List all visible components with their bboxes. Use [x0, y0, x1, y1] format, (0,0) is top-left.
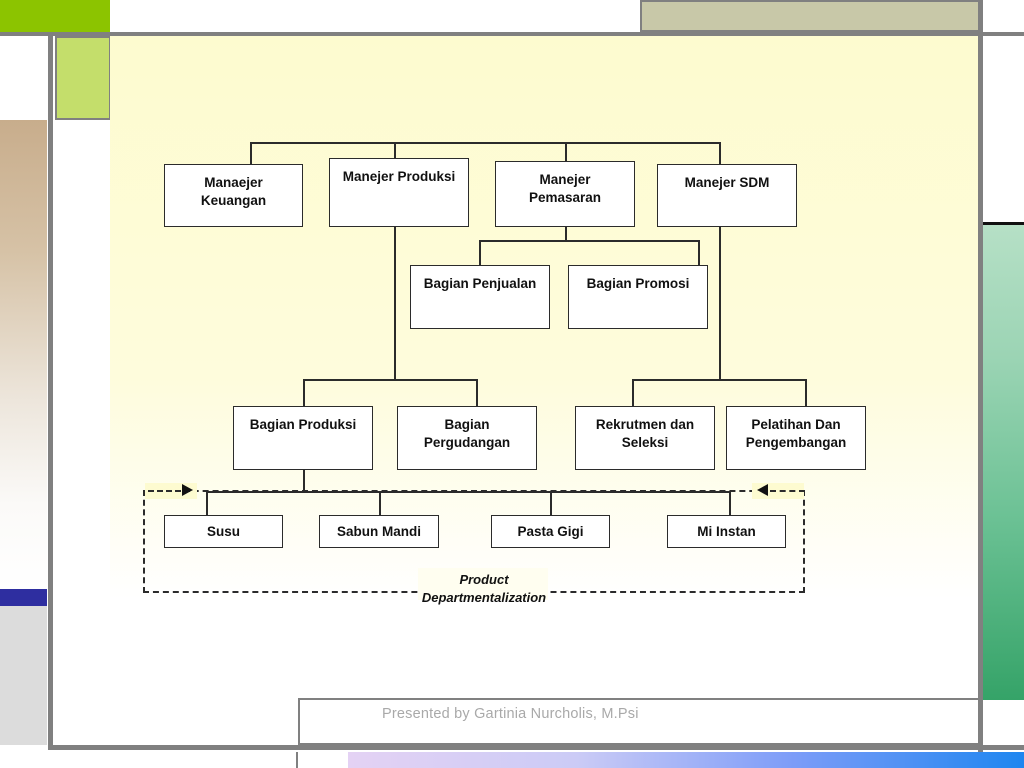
- node-manejer-produksi[interactable]: Manejer Produksi: [329, 158, 469, 227]
- node-label: Manejer SDM: [684, 175, 770, 190]
- connector-produksi-stem: [394, 227, 396, 380]
- node-label: Bagian Penjualan: [423, 276, 537, 291]
- node-label: Susu: [206, 523, 240, 539]
- annotation-arrow-line-left: [148, 490, 190, 492]
- node-susu[interactable]: Susu: [164, 515, 283, 548]
- connector-drop-pemasaran: [565, 142, 567, 165]
- left-rail-blue-bar: [0, 589, 47, 606]
- footer-divider-line: [48, 745, 1024, 750]
- node-mi-instan[interactable]: Mi Instan: [667, 515, 786, 548]
- footer-credit-text: Presented by Gartinia Nurcholis, M.Psi: [382, 706, 639, 722]
- connector-root-bus: [250, 142, 720, 144]
- node-label: Pasta Gigi: [517, 523, 584, 539]
- annotation-arrowhead-right: [757, 484, 768, 496]
- footer-panel: [298, 698, 980, 745]
- node-label: Bagian Promosi: [586, 276, 690, 291]
- node-label: Bagian Produksi: [249, 417, 357, 432]
- right-frame-line: [978, 0, 983, 768]
- annotation-arrow-line-right: [770, 490, 805, 492]
- node-rekrutmen-dan-seleksi[interactable]: Rekrutmen dan Seleksi: [575, 406, 715, 470]
- node-manaejer-keuangan[interactable]: Manaejer Keuangan: [164, 164, 303, 227]
- header-divider-line: [0, 32, 1024, 36]
- connector-pemasaran-bus: [479, 240, 699, 242]
- left-rail-gradient: [0, 120, 47, 589]
- node-manejer-pemasaran[interactable]: Manejer Pemasaran: [495, 161, 635, 227]
- node-pelatihan-dan-pengembangan[interactable]: Pelatihan Dan Pengembangan: [726, 406, 866, 470]
- connector-drop-sabun-mandi: [379, 491, 381, 515]
- node-label: Manaejer Keuangan: [200, 175, 267, 208]
- node-label: Sabun Mandi: [337, 523, 421, 539]
- node-label: Manejer Pemasaran: [528, 172, 602, 205]
- node-pasta-gigi[interactable]: Pasta Gigi: [491, 515, 610, 548]
- connector-drop-sdm: [719, 142, 721, 165]
- left-green-chip: [55, 36, 111, 120]
- node-bagian-penjualan[interactable]: Bagian Penjualan: [410, 265, 550, 329]
- connector-drop-promosi: [698, 240, 700, 265]
- node-label: Rekrutmen dan Seleksi: [595, 417, 695, 450]
- bottom-rail-white-left: [53, 752, 298, 768]
- right-rail-white-bottom: [983, 700, 1024, 745]
- connector-pemasaran-stem: [565, 227, 567, 241]
- node-bagian-pergudangan[interactable]: Bagian Pergudangan: [397, 406, 537, 470]
- connector-drop-produksi: [394, 142, 396, 165]
- node-sabun-mandi[interactable]: Sabun Mandi: [319, 515, 439, 548]
- connector-drop-pelatihan: [805, 379, 807, 407]
- connector-sdm-bus: [632, 379, 806, 381]
- right-rail-green-gradient: [983, 222, 1024, 700]
- node-label: Pelatihan Dan Pengembangan: [745, 417, 847, 450]
- connector-drop-bagian-produksi: [303, 379, 305, 407]
- annotation-arrowhead-left: [182, 484, 193, 496]
- connector-sdm-stem: [719, 227, 721, 380]
- left-rail-gray-block: [0, 606, 47, 745]
- connector-drop-penjualan: [479, 240, 481, 265]
- node-bagian-produksi[interactable]: Bagian Produksi: [233, 406, 373, 470]
- connector-drop-rekrutmen: [632, 379, 634, 407]
- connector-drop-mi-instan: [729, 491, 731, 515]
- connector-drop-susu: [206, 491, 208, 515]
- bottom-rail-white-mid: [300, 752, 348, 768]
- right-rail-white-top: [983, 36, 1024, 220]
- node-manejer-sdm[interactable]: Manejer SDM: [657, 164, 797, 227]
- node-label: Mi Instan: [697, 523, 756, 539]
- annotation-gap-label: [418, 568, 548, 600]
- connector-drop-pasta-gigi: [550, 491, 552, 515]
- left-rail-white-cap: [0, 36, 48, 120]
- node-label: Bagian Pergudangan: [423, 417, 511, 450]
- bottom-gradient-bar: [348, 752, 1024, 768]
- node-bagian-promosi[interactable]: Bagian Promosi: [568, 265, 708, 329]
- connector-drop-keuangan: [250, 142, 252, 165]
- left-frame-line: [48, 32, 53, 750]
- top-left-green-tab: [0, 0, 110, 32]
- node-label: Manejer Produksi: [342, 169, 456, 184]
- top-right-khaki-bar: [640, 0, 980, 32]
- connector-produksi-bus: [303, 379, 477, 381]
- connector-drop-bagian-pergudangan: [476, 379, 478, 407]
- connector-bagian-produksi-stem: [303, 470, 305, 492]
- annotation-label: Product Departmentalization: [421, 572, 547, 605]
